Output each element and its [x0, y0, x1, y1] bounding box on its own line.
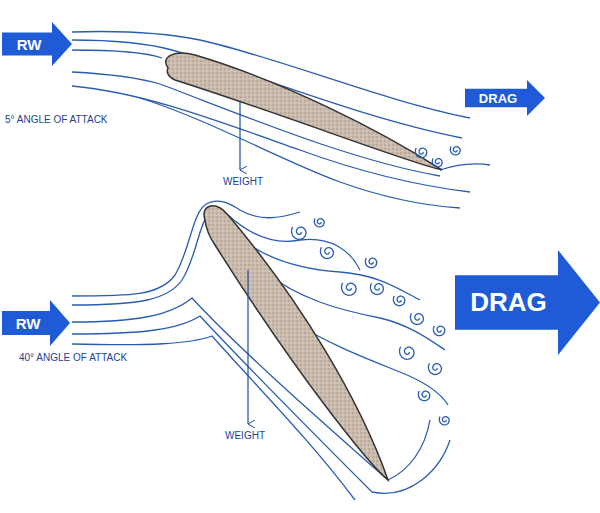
weight-vector — [247, 270, 248, 424]
arrow-label: RW — [16, 315, 41, 332]
vortex — [410, 313, 423, 324]
weight-label: WEIGHT — [222, 176, 264, 187]
vortex — [433, 326, 444, 336]
relative-wind-arrow: RW — [2, 300, 70, 346]
airfoil-40deg — [204, 206, 388, 480]
vortex — [393, 296, 404, 306]
vortex — [370, 283, 383, 294]
vortex — [314, 219, 324, 227]
vortex — [415, 148, 426, 158]
vortex — [428, 363, 441, 374]
vortex — [292, 227, 307, 240]
drag-arrow: DRAG — [465, 80, 545, 116]
arrow-label: RW — [17, 36, 42, 53]
vortex — [418, 391, 429, 401]
vortex — [400, 347, 415, 360]
weight-vector — [239, 102, 240, 170]
vortex — [342, 283, 357, 296]
relative-wind-arrow: RW — [2, 22, 72, 66]
vortex-swirls — [292, 147, 461, 425]
angle-of-attack-label: 40° ANGLE OF ATTACK — [18, 352, 128, 363]
weight-label: WEIGHT — [224, 430, 266, 441]
vortex — [432, 159, 442, 167]
airfoil-5deg — [166, 53, 442, 170]
angle-of-attack-label: 5° ANGLE OF ATTACK — [4, 114, 109, 125]
streamlines — [72, 31, 490, 500]
arrow-label: DRAG — [479, 91, 517, 106]
vortex — [365, 258, 376, 268]
vortex — [320, 247, 333, 258]
vortex — [439, 417, 449, 425]
arrow-label: DRAG — [470, 287, 547, 318]
drag-arrow: DRAG — [455, 250, 600, 355]
vortex — [450, 147, 460, 155]
